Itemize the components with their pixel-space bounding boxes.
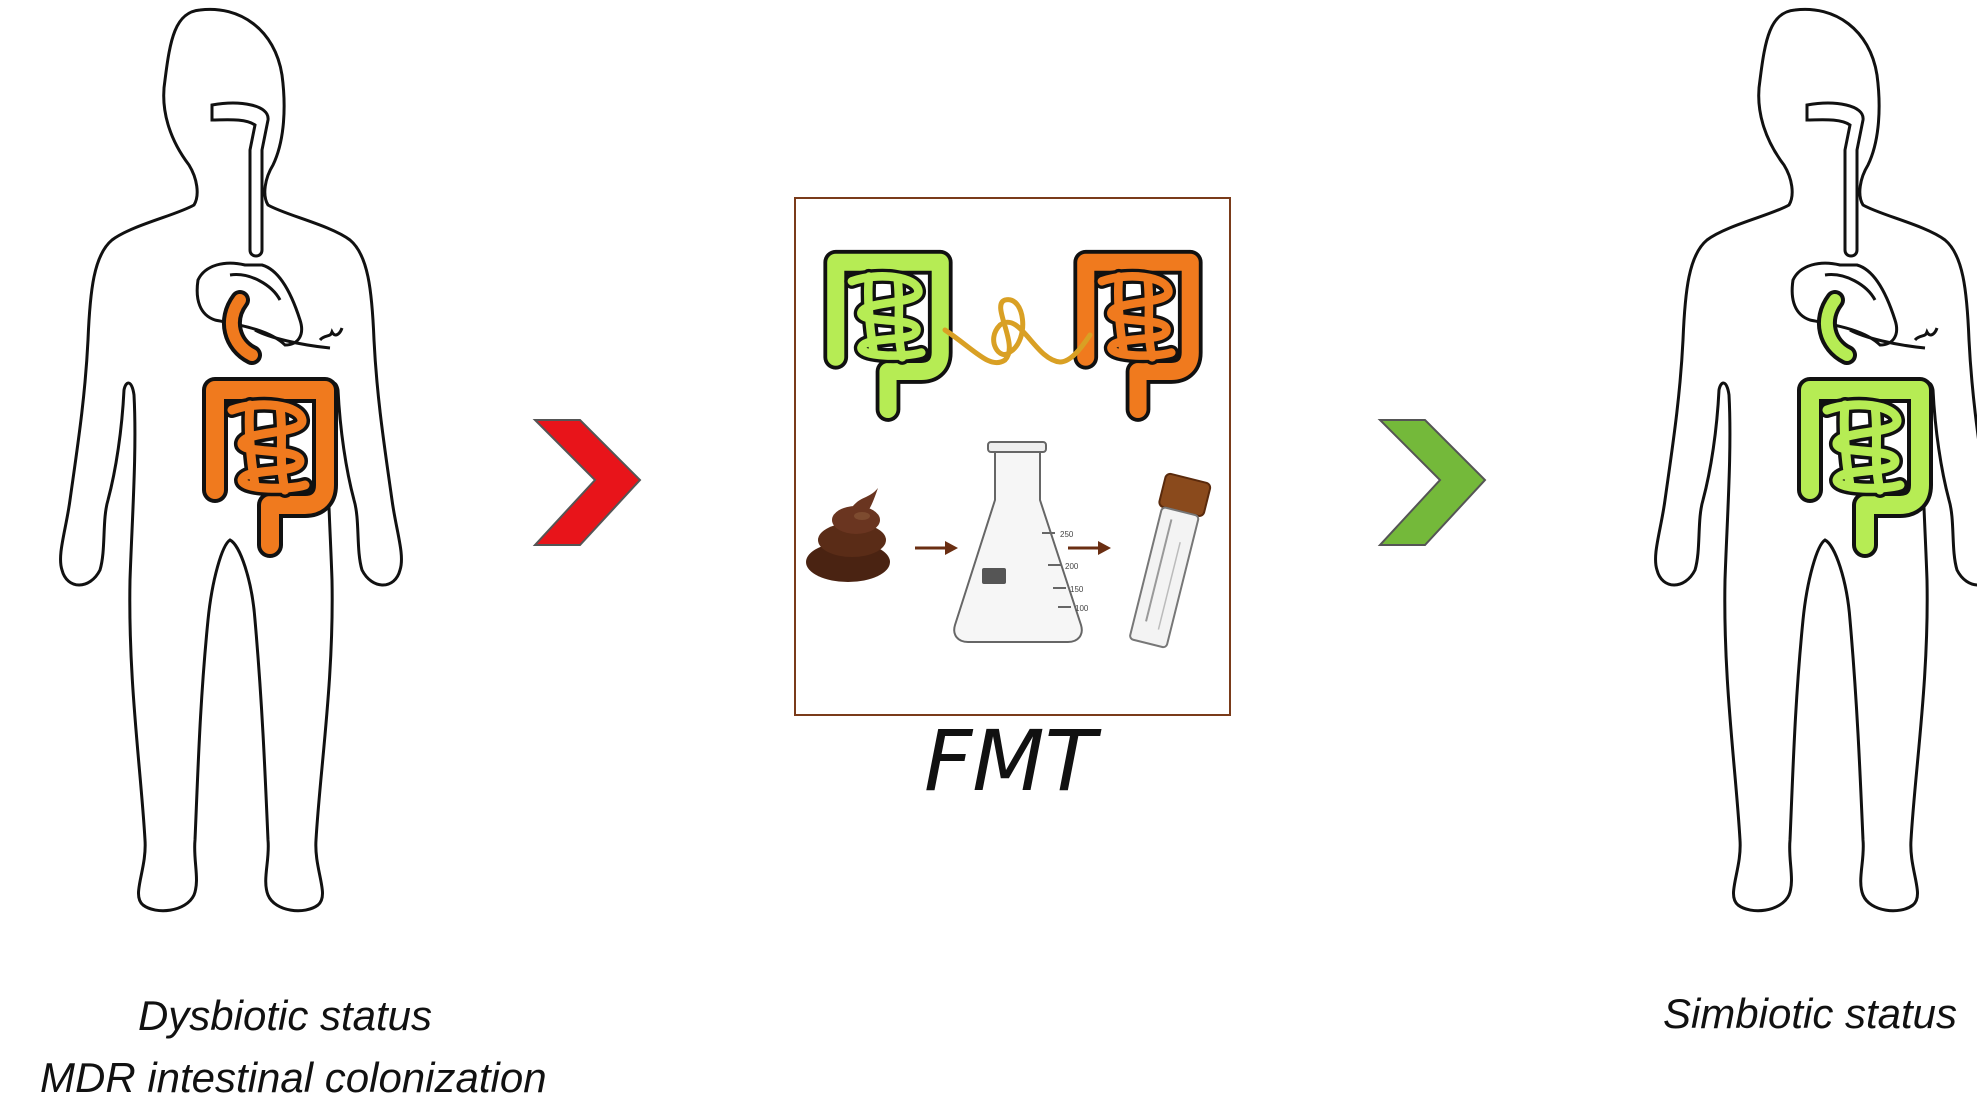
- erlenmeyer-flask-icon: 250 200 150 100: [953, 441, 1089, 643]
- transfer-tube-icon: [942, 297, 1093, 366]
- stool-icon: [806, 488, 890, 582]
- left-human-figure: [59, 7, 403, 913]
- dysbiotic-caption: Dysbiotic status MDR intestinal coloniza…: [40, 985, 547, 1109]
- green-chevron-arrow-icon: [1377, 419, 1487, 546]
- flask-mark-250: 250: [1060, 530, 1074, 539]
- recipient-colon-icon: [1073, 249, 1203, 422]
- mdr-colonization-label: MDR intestinal colonization: [40, 1054, 547, 1101]
- flask-mark-200: 200: [1065, 562, 1079, 571]
- process-arrow-icon: [915, 541, 958, 555]
- flask-mark-100: 100: [1075, 604, 1089, 613]
- right-human-figure: [1654, 7, 1977, 913]
- donor-colon-icon: [823, 249, 953, 422]
- left-intestine-dysbiotic: [202, 377, 338, 558]
- fmt-label: FMT: [923, 712, 1097, 810]
- flask-mark-150: 150: [1070, 585, 1084, 594]
- right-intestine-symbiotic: [1797, 377, 1933, 558]
- simbiotic-status-label: Simbiotic status: [1662, 990, 1958, 1037]
- sample-tube-icon: [1129, 472, 1212, 649]
- process-arrow-icon: [1068, 541, 1111, 555]
- dysbiotic-status-label: Dysbiotic status: [137, 992, 433, 1039]
- red-chevron-arrow-icon: [532, 419, 642, 546]
